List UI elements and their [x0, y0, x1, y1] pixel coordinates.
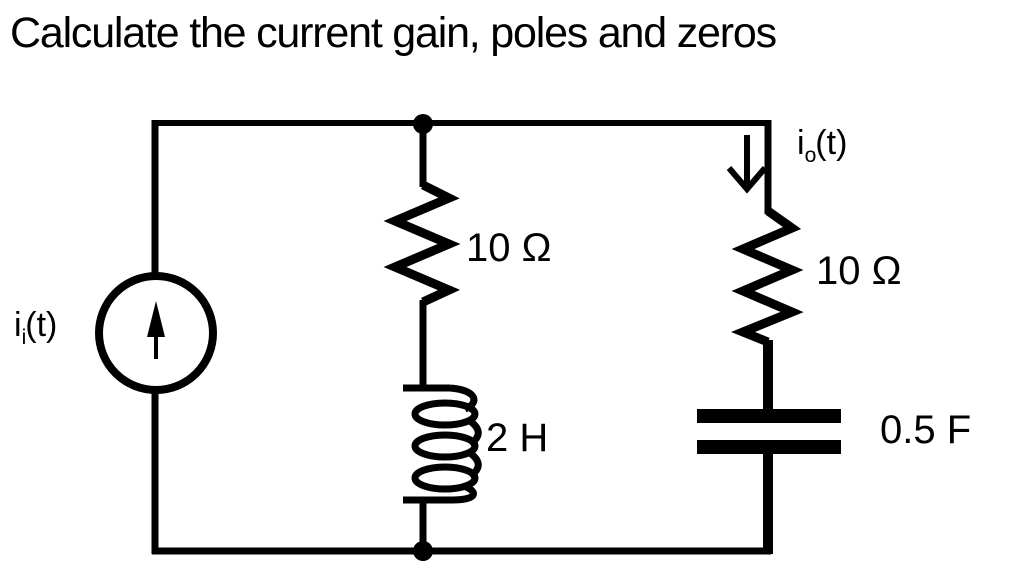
resistor-r1-icon: [383, 180, 461, 307]
inductor-hook-bottom: [403, 482, 477, 504]
capacitor-plate-top: [697, 409, 841, 423]
inductor-l1-value-label: 2 H: [486, 416, 549, 460]
input-current-symbol: i: [14, 306, 22, 344]
junction-dot-top: [413, 114, 433, 134]
resistor-r1-value-label: 10 Ω: [466, 226, 552, 270]
input-current-arg: (t): [25, 306, 58, 344]
resistor-r2-icon: [730, 207, 804, 347]
capacitor-c1-icon: [697, 409, 841, 454]
output-current-arrow-icon: [726, 135, 768, 194]
page-title: Calculate the current gain, poles and ze…: [10, 9, 777, 57]
inductor-loop-2: [411, 431, 479, 461]
inductor-loop-3: [411, 463, 479, 493]
output-arrow-head-icon: [726, 166, 768, 194]
junction-dot-bottom: [413, 541, 433, 561]
capacitor-plate-bottom: [697, 440, 841, 454]
input-current-label: ii(t): [14, 308, 57, 348]
output-current-label: io(t): [797, 126, 847, 166]
source-arrow-head-icon: [147, 301, 165, 337]
output-current-symbol: i: [797, 124, 805, 162]
capacitor-c1-value-label: 0.5 F: [880, 408, 972, 452]
resistor-r2-value-label: 10 Ω: [816, 249, 902, 293]
inductor-l1-icon: [403, 384, 482, 504]
current-source-icon: [95, 272, 217, 394]
input-current-subscript: i: [21, 325, 27, 349]
output-current-arg: (t): [815, 124, 848, 162]
output-current-subscript: o: [804, 143, 817, 167]
inductor-loop-1: [411, 399, 479, 429]
